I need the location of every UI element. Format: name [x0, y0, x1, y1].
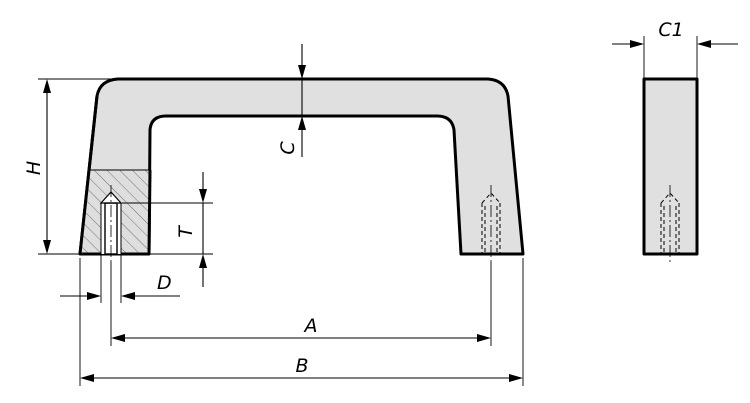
label-c1: C1 — [658, 19, 683, 41]
handle-side-view — [642, 77, 699, 262]
label-t: T — [175, 225, 197, 238]
label-b: B — [295, 355, 308, 377]
dimension-c1: C1 — [612, 19, 738, 79]
handle-front-view — [78, 77, 525, 262]
label-d: D — [157, 272, 172, 294]
dimension-b: B — [79, 258, 524, 386]
right-threaded-hole — [481, 185, 501, 262]
left-threaded-hole — [99, 185, 123, 262]
dimension-a: A — [110, 262, 492, 346]
dimension-h: H — [23, 78, 118, 255]
label-h: H — [23, 161, 45, 175]
label-a: A — [303, 315, 318, 337]
dimension-t: T — [122, 172, 213, 287]
side-body — [642, 77, 699, 256]
label-c: C — [277, 141, 299, 155]
dimension-c: C — [277, 44, 306, 157]
dimension-d: D — [60, 254, 180, 303]
